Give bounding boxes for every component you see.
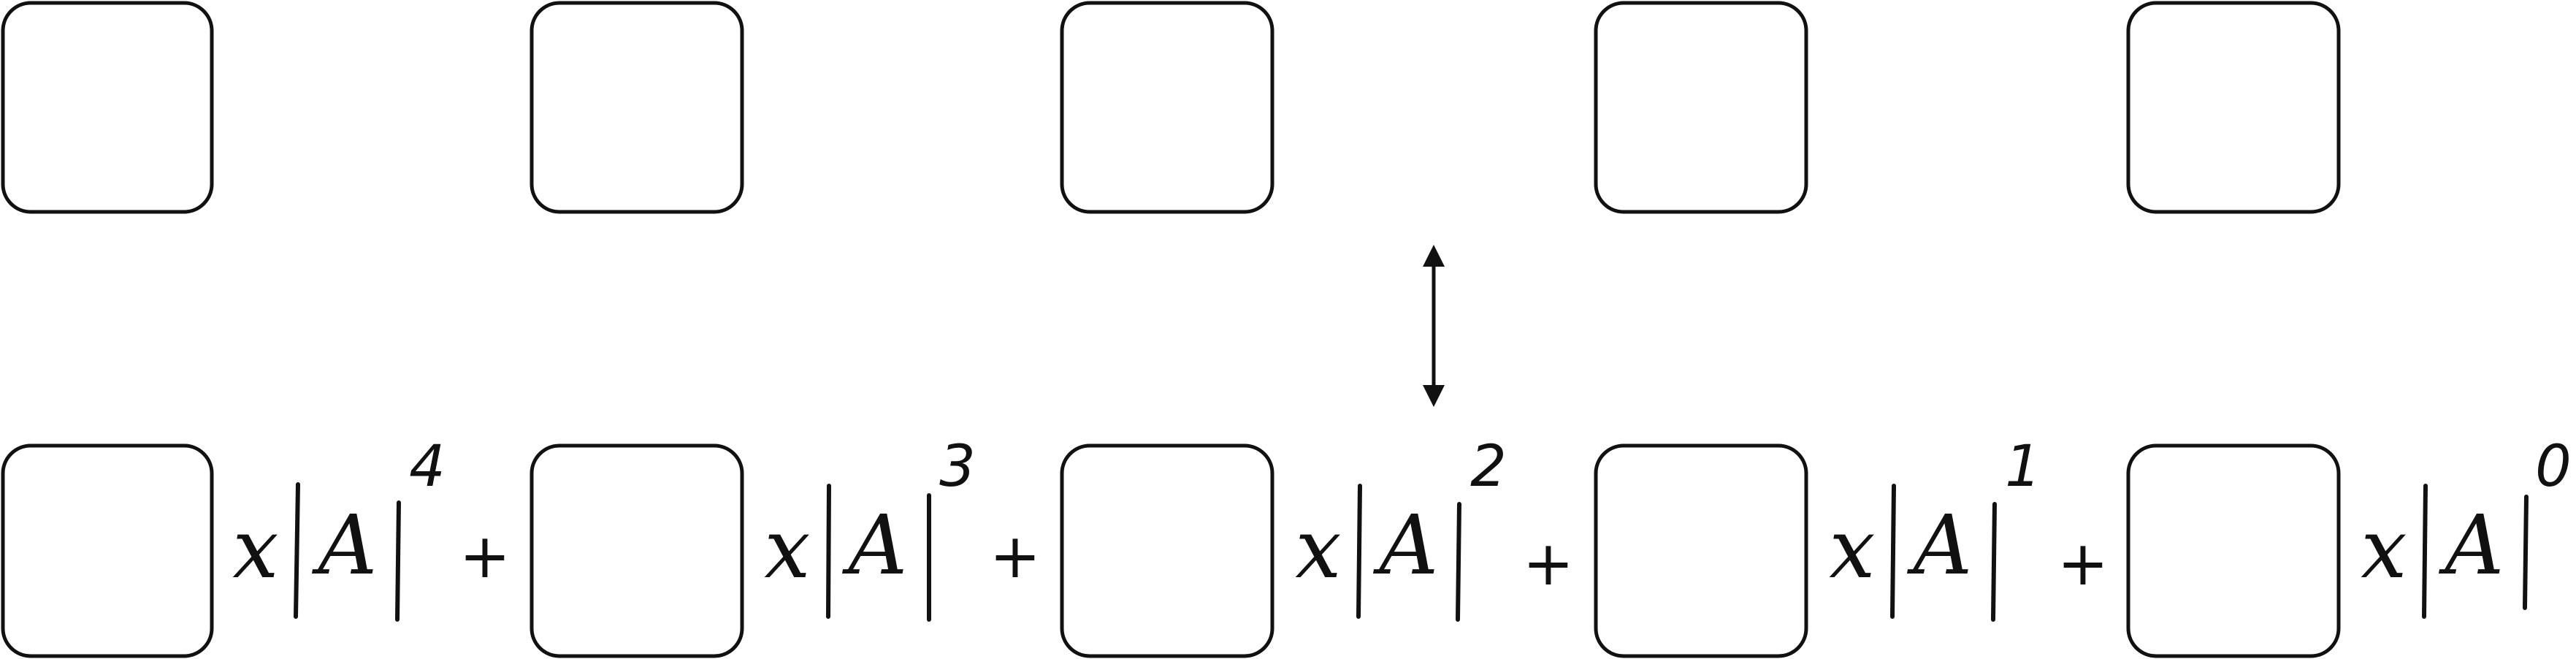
coef-box-1[interactable]	[1, 443, 214, 658]
term-4: x A 1 +	[1594, 434, 2109, 658]
abs-bar-left-1	[294, 482, 300, 619]
times-symbol-3: x	[1295, 502, 1341, 597]
base-symbol-1: A	[312, 498, 378, 593]
bottom-row: x A 4 + x A 3 + x A 2 +	[1, 434, 2572, 658]
abs-bar-left-5	[2422, 484, 2428, 619]
base-symbol-3: A	[1373, 498, 1439, 593]
top-box-5[interactable]	[2126, 1, 2341, 214]
coef-box-4[interactable]	[1594, 443, 1808, 658]
plus-operator-2: +	[990, 520, 1041, 592]
exponent-1: 4	[409, 434, 446, 500]
exponent-4: 1	[2005, 434, 2041, 500]
coef-box-3[interactable]	[1060, 443, 1274, 658]
plus-operator-1: +	[459, 520, 511, 592]
abs-bar-right-3	[1456, 502, 1461, 622]
term-1: x A 4 +	[1, 434, 511, 658]
exponent-5: 0	[2535, 434, 2572, 500]
top-box-4[interactable]	[1594, 1, 1808, 214]
term-3: x A 2 +	[1060, 434, 1574, 658]
abs-bar-left-4	[1890, 484, 1896, 619]
abs-bar-left-3	[1356, 484, 1362, 619]
times-symbol-2: x	[764, 502, 810, 597]
coef-box-5[interactable]	[2126, 443, 2341, 658]
base-symbol-5: A	[2439, 498, 2504, 593]
exponent-3: 2	[1470, 434, 1507, 500]
term-5: x A 0	[2126, 434, 2572, 658]
abs-bar-left-2	[826, 484, 831, 619]
top-row	[1, 1, 2341, 214]
coef-box-2[interactable]	[530, 443, 744, 658]
top-box-3[interactable]	[1060, 1, 1274, 214]
top-box-1[interactable]	[1, 1, 214, 214]
abs-bar-right-4	[1991, 502, 1997, 622]
top-box-2[interactable]	[530, 1, 744, 214]
times-symbol-4: x	[1829, 502, 1875, 597]
times-symbol-5: x	[2361, 502, 2407, 597]
abs-bar-right-5	[2523, 495, 2529, 610]
times-symbol-1: x	[232, 502, 278, 597]
plus-operator-3: +	[1523, 527, 1574, 599]
exponent-2: 3	[939, 434, 976, 500]
term-2: x A 3 +	[530, 434, 1041, 658]
plus-operator-4: +	[2057, 527, 2109, 599]
base-symbol-4: A	[1907, 498, 1973, 593]
base-symbol-2: A	[842, 498, 908, 593]
abs-bar-right-1	[395, 500, 401, 622]
